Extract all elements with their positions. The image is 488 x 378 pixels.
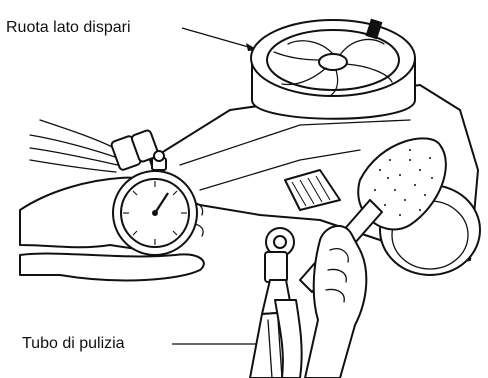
hose-bundle	[30, 120, 159, 172]
leader-line-top	[182, 28, 258, 51]
odd-side-wheel	[251, 19, 415, 119]
cleaning-hose	[250, 228, 302, 378]
right-hand	[305, 226, 366, 378]
cleaning-hose-label: Tubo di pulizia	[22, 336, 125, 352]
odd-side-wheel-label: Ruota lato dispari	[6, 20, 131, 36]
